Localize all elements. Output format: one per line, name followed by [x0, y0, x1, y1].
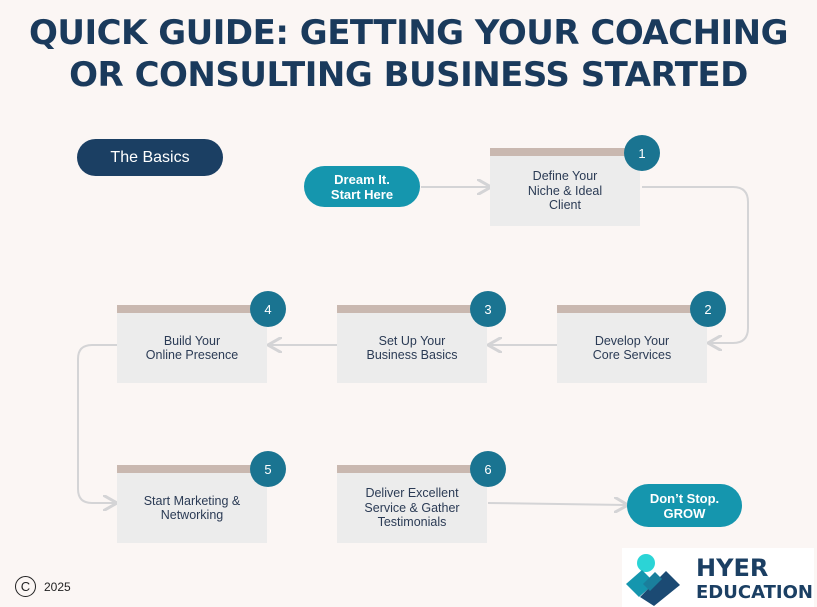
step-2-box: Develop Your Core Services [557, 305, 707, 383]
section-label-badge: The Basics [77, 139, 223, 176]
arrow-step-6-to-end [487, 503, 626, 505]
step-3-box: Set Up Your Business Basics [337, 305, 487, 383]
step-2-label: Develop Your Core Services [592, 333, 672, 363]
step-5-label: Start Marketing & Networking [143, 493, 241, 523]
page-title-line-2: OR CONSULTING BUSINESS STARTED [69, 55, 748, 95]
step-4-box: Build Your Online Presence [117, 305, 267, 383]
hyer-education-logo: HYER EDUCATION [622, 548, 814, 607]
logo-mark-icon [626, 554, 680, 606]
step-1-label: Define Your Niche & Ideal Client [527, 169, 603, 213]
step-5-box: Start Marketing & Networking [117, 465, 267, 543]
step-6-box: Deliver Excellent Service & Gather Testi… [337, 465, 487, 543]
start-pill: Dream It. Start Here [304, 166, 420, 207]
step-1-number: 1 [624, 135, 660, 171]
step-3-number: 3 [470, 291, 506, 327]
step-3-label: Set Up Your Business Basics [366, 333, 458, 363]
logo-word-education: EDUCATION [696, 582, 813, 603]
copyright-notice: C 2025 [15, 576, 71, 597]
step-4-label: Build Your Online Presence [145, 333, 239, 363]
copyright-icon: C [15, 576, 36, 597]
end-pill: Don’t Stop. GROW [627, 484, 742, 527]
step-6-label: Deliver Excellent Service & Gather Testi… [364, 486, 460, 530]
step-4-number: 4 [250, 291, 286, 327]
arrow-step-4-to-step-5 [77, 344, 117, 503]
copyright-year: 2025 [44, 579, 71, 594]
page-title-line-1: QUICK GUIDE: GETTING YOUR COACHING [28, 13, 789, 53]
step-2-number: 2 [690, 291, 726, 327]
logo-word-hyer: HYER [696, 554, 769, 582]
step-1-box: Define Your Niche & Ideal Client [490, 148, 640, 226]
step-6-number: 6 [470, 451, 506, 487]
step-5-number: 5 [250, 451, 286, 487]
arrow-step-1-to-step-2 [642, 186, 749, 343]
